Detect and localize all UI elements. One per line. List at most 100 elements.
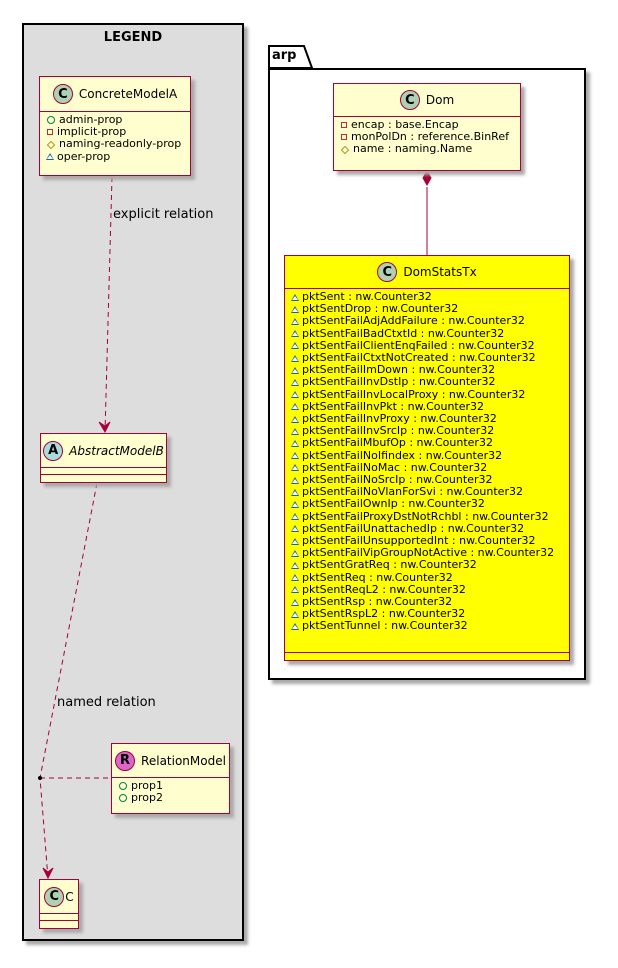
class-name: AbstractModelB <box>69 443 164 458</box>
class-name: Dom <box>425 93 455 107</box>
composition-diamond <box>422 169 432 187</box>
attribute-text: pktSentFailImDown : nw.Counter32 <box>302 363 496 377</box>
package-visibility-icon <box>291 318 299 325</box>
class-concrete-model-a[interactable]: C ConcreteModelA admin-prop implicit-pro… <box>39 76 191 176</box>
package-visibility-icon <box>291 586 299 594</box>
named-relation-line <box>39 482 98 879</box>
package-visibility-icon <box>291 354 299 362</box>
attribute-row: pktSentFailMbufOp : nw.Counter32 <box>291 437 563 449</box>
attribute-row: pktSentFailNoVlanForSvi : nw.Counter32 <box>291 486 563 498</box>
explicit-relation-label: explicit relation <box>113 207 214 222</box>
named-relation-label: named relation <box>57 695 156 710</box>
attribute-row: monPolDn : reference.BinRef <box>340 130 514 144</box>
attribute-row: pktSentFailInvSrcIp : nw.Counter32 <box>291 425 563 437</box>
attribute-row: pktSentFailInvPkt : nw.Counter32 <box>291 399 563 413</box>
class-header: R RelationModel <box>112 744 229 777</box>
class-c[interactable]: C C <box>39 879 79 929</box>
attribute-row: name : naming.Name <box>340 143 514 155</box>
attribute-text: pktSentReqL2 : nw.Counter32 <box>302 582 466 596</box>
attribute-row: pktSentFailInvLocalProxy : nw.Counter32 <box>291 388 563 401</box>
package-visibility-icon <box>291 305 299 313</box>
attribute-row: pktSentFailInvDstIp : nw.Counter32 <box>291 376 563 388</box>
package-visibility-icon <box>291 403 299 411</box>
attribute-list: encap : base.Encap monPolDn : reference.… <box>334 117 520 158</box>
class-dom[interactable]: C Dom encap : base.Encap monPolDn : refe… <box>333 83 521 171</box>
class-header: A AbstractModelB <box>41 434 166 467</box>
attribute-row: pktSentRsp : nw.Counter32 <box>291 595 563 608</box>
attribute-text: pktSentFailNoIfindex : nw.Counter32 <box>302 448 503 462</box>
package-visibility-icon <box>291 440 299 448</box>
package-visibility-icon <box>291 598 299 606</box>
package-visibility-icon <box>46 153 54 161</box>
attribute-text: pktSentFailUnattachedIp : nw.Counter32 <box>302 521 525 535</box>
attribute-list: prop1 prop2 <box>112 778 229 806</box>
package-visibility-icon <box>291 513 299 521</box>
attribute-text: pktSentFailCtxtNotCreated : nw.Counter32 <box>302 351 536 365</box>
attribute-text: pktSentFailNoMac : nw.Counter32 <box>302 460 488 474</box>
attribute-row: pktSentFailNoMac : nw.Counter32 <box>291 460 563 474</box>
legend-title: LEGEND <box>103 30 163 45</box>
attribute-row: pktSentFailUnsupportedInt : nw.Counter32 <box>291 534 563 548</box>
class-header: C DomStatsTx <box>285 256 569 288</box>
package-visibility-icon <box>291 415 299 423</box>
package-visibility-icon <box>291 293 299 301</box>
class-stereotype-icon: C <box>52 84 73 104</box>
class-stereotype-icon: C <box>44 886 65 907</box>
attribute-text: pktSentFailInvSrcIp : nw.Counter32 <box>302 424 495 438</box>
attribute-row: admin-prop <box>46 113 184 126</box>
attribute-row: pktSentFailCtxtNotCreated : nw.Counter32 <box>291 351 563 365</box>
package-visibility-icon <box>291 464 299 472</box>
attribute-text: oper-prop <box>57 149 111 163</box>
class-header: C Dom <box>334 84 520 116</box>
public-visibility-icon <box>47 116 55 125</box>
attribute-row: pktSentReq : nw.Counter32 <box>291 570 563 584</box>
attribute-text: pktSentFailUnsupportedInt : nw.Counter32 <box>302 534 536 548</box>
attribute-text: pktSentFailInvDstIp : nw.Counter32 <box>302 375 496 389</box>
protected-visibility-icon <box>46 140 56 149</box>
attribute-text: pktSentDrop : nw.Counter32 <box>302 302 459 316</box>
attribute-text: pktSentFailProxyDstNotRchbl : nw.Counter… <box>302 509 549 523</box>
package-visibility-icon <box>291 549 299 557</box>
class-abstract-model-b[interactable]: A AbstractModelB <box>40 433 167 483</box>
attribute-row: pktSentReqL2 : nw.Counter32 <box>291 582 563 596</box>
attribute-row: pktSentTunnel : nw.Counter32 <box>291 620 563 632</box>
attribute-row: implicit-prop <box>46 125 184 139</box>
attribute-row: prop1 <box>118 779 223 792</box>
attribute-row: pktSentFailNoSrcIp : nw.Counter32 <box>291 473 563 486</box>
attribute-text: pktSentFailInvPkt : nw.Counter32 <box>302 399 485 413</box>
attribute-text: monPolDn : reference.BinRef <box>351 130 509 144</box>
package-title: arp <box>272 48 297 63</box>
package-visibility-icon <box>291 623 299 631</box>
class-header: C ConcreteModelA <box>40 77 190 111</box>
attribute-row: pktSentFailProxyDstNotRchbl : nw.Counter… <box>291 509 563 523</box>
attribute-text: prop1 <box>131 779 163 792</box>
class-relation-model[interactable]: R RelationModel prop1 prop2 <box>111 743 230 814</box>
attribute-text: pktSentTunnel : nw.Counter32 <box>302 619 468 633</box>
attribute-text: pktSentReq : nw.Counter32 <box>302 570 453 584</box>
private-visibility-icon <box>341 134 347 141</box>
attribute-text: pktSentFailBadCtxtId : nw.Counter32 <box>302 326 505 340</box>
attribute-text: implicit-prop <box>57 125 127 139</box>
package-visibility-icon <box>291 366 299 374</box>
package-visibility-icon <box>291 452 299 460</box>
attribute-row: pktSentRspL2 : nw.Counter32 <box>291 608 563 620</box>
attribute-text: pktSentFailAdjAddFailure : nw.Counter32 <box>302 314 525 328</box>
attribute-text: pktSentFailClientEnqFailed : nw.Counter3… <box>302 338 535 352</box>
relation-junction-dot <box>38 776 42 780</box>
attribute-text: pktSentFailNoVlanForSvi : nw.Counter32 <box>302 485 523 499</box>
explicit-relation-line <box>104 176 113 433</box>
attribute-row: pktSentFailAdjAddFailure : nw.Counter32 <box>291 315 563 327</box>
package-visibility-icon <box>291 391 299 399</box>
attribute-text: name : naming.Name <box>353 142 473 156</box>
named-relation-arrowhead <box>42 867 54 880</box>
class-name: ConcreteModelA <box>78 87 178 101</box>
attribute-list: admin-prop implicit-prop naming-readonly… <box>40 112 190 165</box>
attribute-row: pktSentFailInvProxy : nw.Counter32 <box>291 412 563 426</box>
attribute-text: prop2 <box>131 791 163 805</box>
attribute-text: pktSentFailInvProxy : nw.Counter32 <box>302 412 497 426</box>
package-visibility-icon <box>291 427 299 435</box>
attribute-text: encap : base.Encap <box>351 118 459 131</box>
class-header: C C <box>40 880 78 913</box>
